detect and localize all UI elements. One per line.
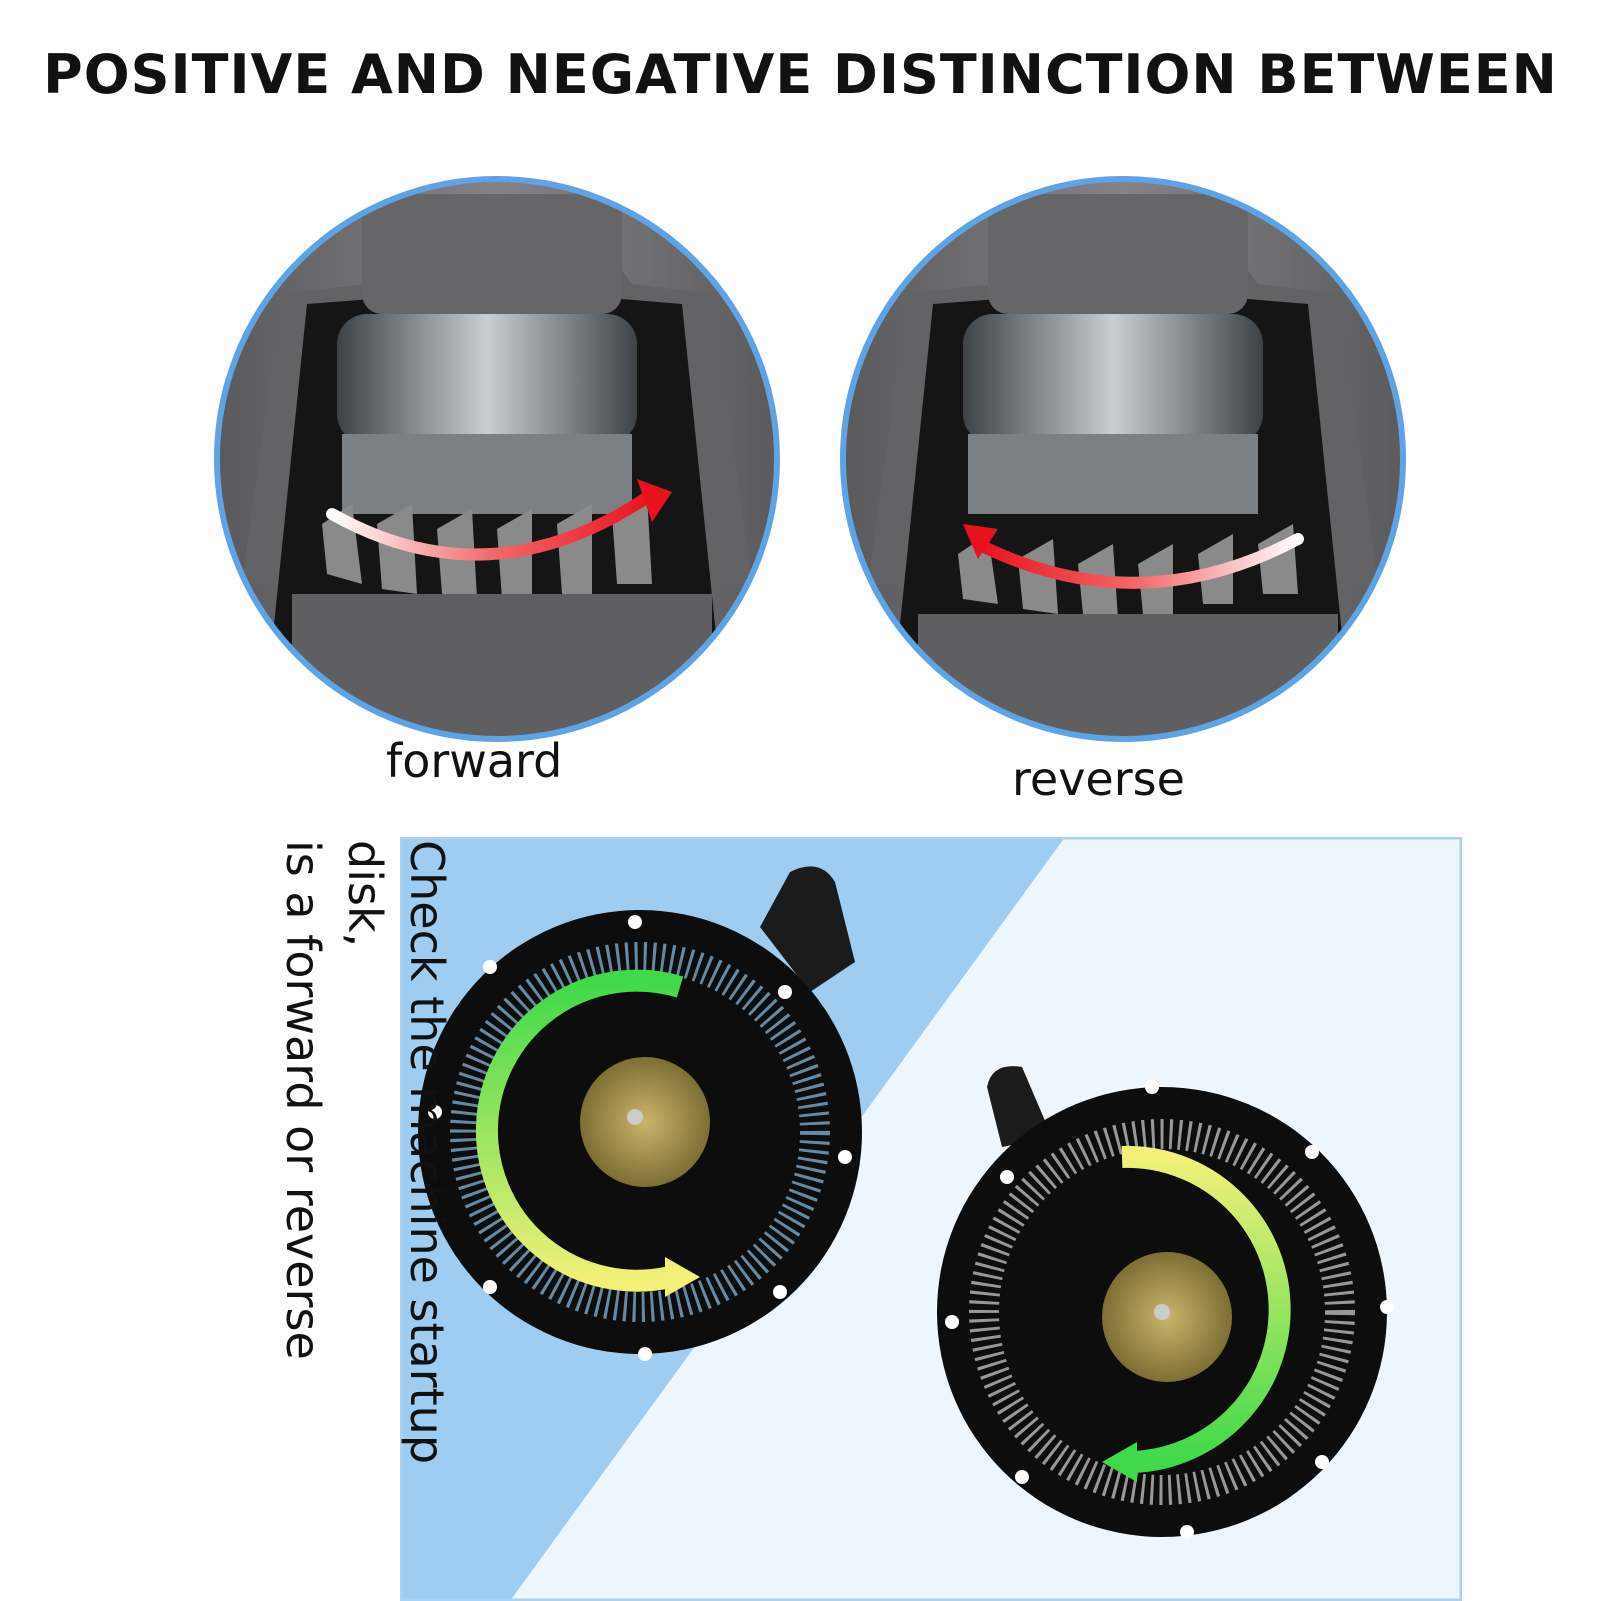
forward-arrow-icon: [326, 488, 658, 561]
reverse-starter-disk: [937, 1066, 1394, 1539]
reverse-gear-photo: [840, 176, 1406, 742]
forward-gear-photo: [214, 176, 780, 742]
forward-starter-disk: [418, 866, 862, 1361]
instruction-line-1: Check the machine startup disk,: [338, 840, 454, 1465]
instruction-line-2: is a forward or reverse: [276, 840, 330, 1360]
reverse-disk-arrow-icon: [1121, 1145, 1291, 1473]
page-title: POSITIVE AND NEGATIVE DISTINCTION BETWEE…: [43, 43, 1558, 106]
reverse-caption: reverse: [1012, 752, 1185, 806]
instruction-vertical-text: Check the machine startup disk, is a for…: [272, 840, 458, 1580]
forward-disk-arrow-icon: [476, 969, 684, 1292]
reverse-arrow-icon: [972, 533, 1304, 589]
forward-caption: forward: [386, 734, 563, 788]
starter-disk-photo-panel: [400, 837, 1462, 1601]
